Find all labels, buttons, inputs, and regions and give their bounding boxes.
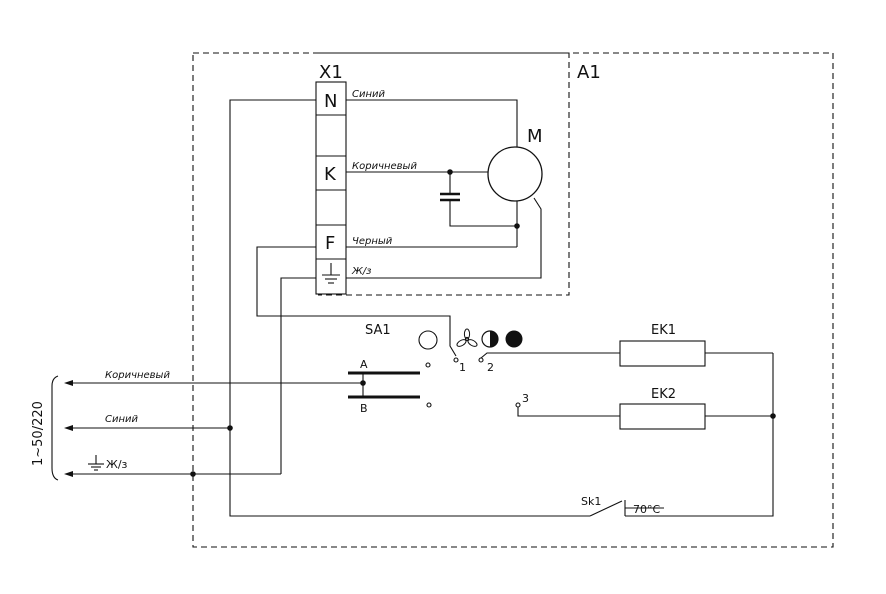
knob-icon <box>418 330 438 350</box>
heater-ek2 <box>619 403 706 430</box>
supply-blue-label: Синий <box>105 414 139 425</box>
wire-label-blue: Синий <box>352 89 386 100</box>
contact-3-label: 3 <box>522 392 529 405</box>
terminal-k-label: K <box>324 164 337 185</box>
junction-dot <box>360 380 366 386</box>
sa1-label: SA1 <box>365 323 391 338</box>
contact-1-label: 1 <box>459 361 466 374</box>
ek2-label: EK2 <box>651 387 676 402</box>
half-heat-icon <box>481 330 499 348</box>
wire-label-brown: Коричневый <box>352 161 417 172</box>
motor-m <box>487 146 543 202</box>
wire-label-pe: Ж/з <box>351 266 371 277</box>
contact-3 <box>515 402 521 408</box>
switch-contact-b <box>348 395 432 408</box>
contact-2-label: 2 <box>487 361 494 374</box>
supply-pe-label: Ж/з <box>106 458 128 471</box>
sk1-temp-label: 70°C <box>633 503 660 516</box>
ek1-label: EK1 <box>651 323 676 338</box>
motor-label: M <box>527 126 543 147</box>
full-heat-icon <box>505 330 523 348</box>
a1-label: A1 <box>577 62 601 83</box>
thermostat-sk1 <box>589 500 664 517</box>
junction-dot <box>514 223 520 229</box>
junction-dot <box>227 425 233 431</box>
terminal-ground-icon <box>322 263 340 284</box>
supply-voltage-label: 1~50/220 <box>31 401 46 466</box>
junction-dot <box>190 471 196 477</box>
heater-branches <box>480 352 774 517</box>
heater-ek1 <box>619 340 706 367</box>
junction-dot <box>447 169 453 175</box>
motor-wiring <box>346 99 542 279</box>
motor-compartment <box>318 52 570 296</box>
fan-icon <box>456 328 478 347</box>
a1-enclosure <box>192 52 834 548</box>
x1-label: X1 <box>319 62 343 83</box>
switch-a-label: A <box>360 358 368 371</box>
terminal-n-label: N <box>324 91 337 112</box>
supply-brown-label: Коричневый <box>105 370 170 381</box>
switch-b-label: B <box>360 402 368 415</box>
switch-contact-a <box>348 362 431 375</box>
sk1-label: Sk1 <box>581 495 601 508</box>
wire-label-black: Черный <box>352 236 393 247</box>
terminal-f-label: F <box>325 233 335 254</box>
junction-dot <box>770 413 776 419</box>
internal-wiring <box>229 99 590 517</box>
supply-ground-icon <box>88 455 104 471</box>
terminal-block-x1 <box>315 81 347 295</box>
contact-1 <box>453 357 459 363</box>
contact-2 <box>478 357 484 363</box>
supply-lines <box>51 373 364 481</box>
